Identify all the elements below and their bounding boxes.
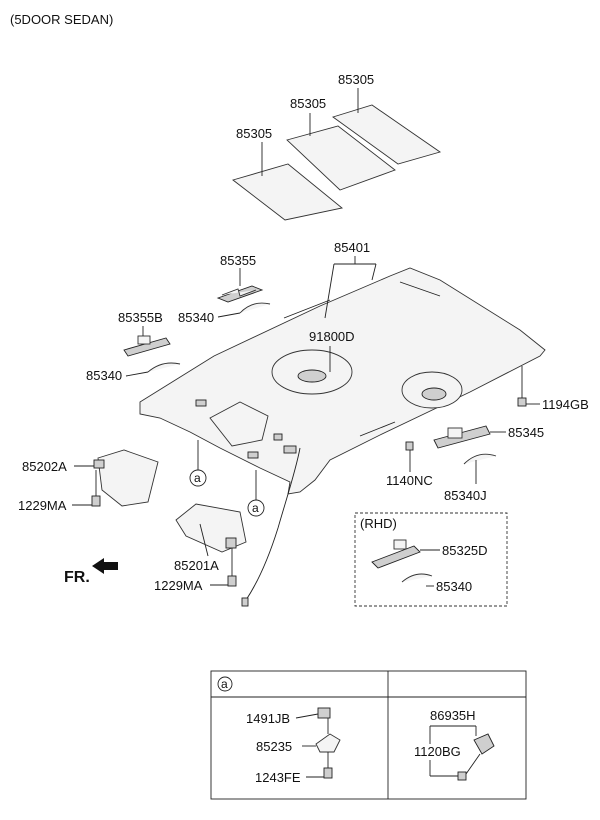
handle-slot-side xyxy=(359,421,396,437)
label-85202a: 85202A xyxy=(22,459,67,474)
label-91800d: 91800D xyxy=(309,329,355,344)
handle-slot-front xyxy=(283,299,331,319)
label-85355: 85355 xyxy=(220,253,256,268)
clip-3 xyxy=(283,445,297,454)
sunvisor-85202a xyxy=(97,449,159,507)
handle-85345-group xyxy=(433,425,491,449)
label-85305-front: 85305 xyxy=(236,126,272,141)
grab-handle-85340-rear xyxy=(147,362,181,373)
clip-4 xyxy=(273,433,283,441)
label-85305-rear: 85305 xyxy=(338,72,374,87)
front-direction-label: FR. xyxy=(64,569,90,586)
handle-85355b-group xyxy=(123,335,171,357)
label-1491jb: 1491JB xyxy=(246,711,290,726)
table-callout-a xyxy=(217,676,233,692)
label-85325d: 85325D xyxy=(442,543,488,558)
label-1229ma-right: 1229MA xyxy=(154,578,203,593)
sunvisor-85202a-pivot xyxy=(93,459,105,469)
clip-1 xyxy=(195,399,207,407)
label-85340j: 85340J xyxy=(444,488,487,503)
callout-a-2-text: a xyxy=(252,501,259,515)
headliner-assembly xyxy=(139,267,546,495)
wiring-connector xyxy=(241,597,249,607)
clip-1140nc xyxy=(405,441,414,451)
rear-lamp xyxy=(421,387,447,401)
callout-a-1 xyxy=(189,469,207,487)
label-85401: 85401 xyxy=(334,240,370,255)
screw-1120bg xyxy=(457,771,467,781)
label-1120bg: 1120BG xyxy=(414,744,461,759)
screw-1229ma-right xyxy=(227,575,237,587)
label-85340-rear: 85340 xyxy=(86,368,122,383)
clip-86935h xyxy=(473,733,495,755)
grab-handle-85340j xyxy=(463,453,497,465)
rhd-handle-bracket xyxy=(371,539,421,569)
roof-pad-group xyxy=(232,88,442,221)
callout-a-1-text: a xyxy=(194,471,201,485)
sunvisor-85201a-pivot xyxy=(225,537,237,549)
label-1194gb: 1194GB xyxy=(542,397,589,412)
label-85340-rhd: 85340 xyxy=(436,579,472,594)
label-1243fe: 1243FE xyxy=(255,770,301,785)
label-85355b: 85355B xyxy=(118,310,163,325)
label-85201a: 85201A xyxy=(174,558,219,573)
grab-handle-85340-front xyxy=(239,302,271,314)
dome-lamp xyxy=(297,369,327,383)
label-85345: 85345 xyxy=(508,425,544,440)
clip-1194gb xyxy=(517,397,527,407)
roof-pad-front xyxy=(232,163,344,221)
front-arrow-icon xyxy=(92,558,118,574)
rhd-grab-handle xyxy=(401,573,433,583)
callout-a-2 xyxy=(247,499,265,517)
overhead-console-cutout xyxy=(209,401,269,447)
roof-pad-middle xyxy=(286,125,396,191)
rhd-box xyxy=(354,512,508,607)
label-86935h: 86935H xyxy=(430,708,476,723)
label-1140nc: 1140NC xyxy=(386,473,433,488)
clip-2 xyxy=(247,451,259,459)
rhd-title: (RHD) xyxy=(360,516,397,531)
table-border xyxy=(210,670,527,800)
screw-1229ma-left xyxy=(91,495,101,507)
roof-pad-rear xyxy=(332,104,442,165)
handle-slot-rear xyxy=(399,281,441,297)
label-85340-front: 85340 xyxy=(178,310,214,325)
diagram-title: (5DOOR SEDAN) xyxy=(10,12,113,27)
wiring-harness xyxy=(245,447,301,601)
screw-1243fe xyxy=(323,767,333,779)
label-85235: 85235 xyxy=(256,739,292,754)
label-85305-middle: 85305 xyxy=(290,96,326,111)
bracket-85235 xyxy=(315,733,341,753)
clip-1491jb xyxy=(317,707,331,719)
label-1229ma-left: 1229MA xyxy=(18,498,67,513)
table-callout-a-text: a xyxy=(221,677,228,691)
handle-85355-group xyxy=(216,285,264,303)
parts-table: a 1491JB 85235 1243FE 86935H 1120BG xyxy=(210,670,527,800)
